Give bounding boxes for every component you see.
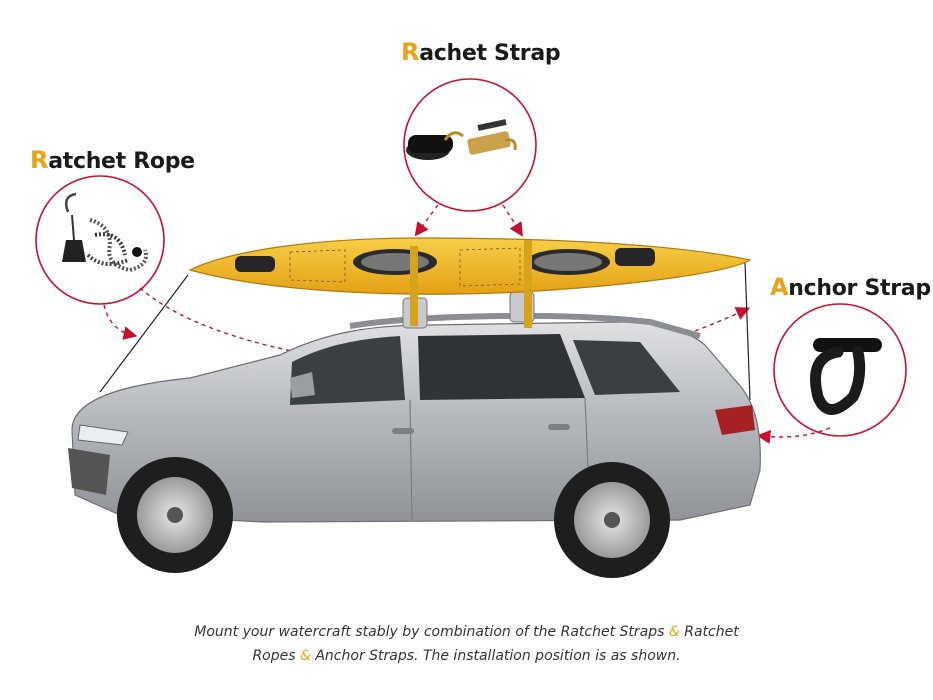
installation-caption: Mount your watercraft stably by combinat… — [194, 624, 739, 664]
anchor-strap-label: Anchor Strap — [770, 273, 931, 301]
ratchet-strap-icon — [406, 119, 517, 160]
anchor-strap-icon — [810, 338, 882, 415]
ratchet-rope-label: Ratchet Rope — [30, 146, 195, 174]
tie-down-lines — [99, 261, 751, 401]
rachet-strap-label: Rachet Strap — [401, 38, 561, 66]
ratchet-rope-callout — [35, 175, 165, 305]
ratchet-rope-icon — [62, 192, 148, 273]
kayak — [188, 237, 752, 328]
suv-car — [68, 291, 761, 578]
anchor-strap-callout — [773, 303, 907, 437]
